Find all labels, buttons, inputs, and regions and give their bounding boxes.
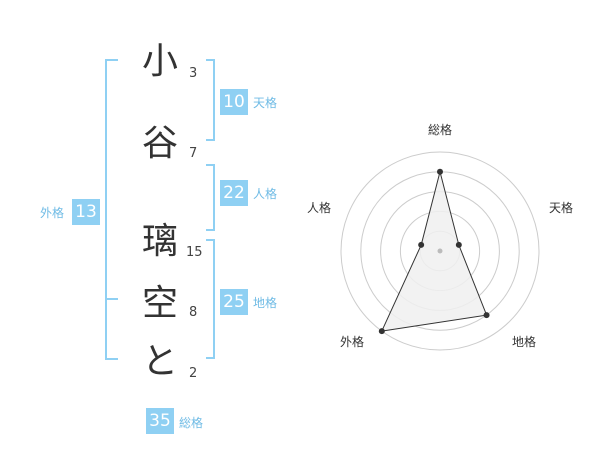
radar-point-1	[455, 241, 462, 248]
chikaku-badge: 25	[220, 289, 248, 315]
name-char-1: 小	[141, 41, 178, 82]
tenkaku-label: 天格	[253, 96, 278, 110]
gaikaku-badge: 13	[72, 199, 100, 225]
name-char-3: 璃	[141, 221, 178, 262]
tenkaku-bracket	[206, 59, 215, 141]
name-char-5: と	[141, 341, 178, 382]
radar-point-2	[483, 312, 490, 319]
radar-polygon	[380, 171, 488, 332]
jinkaku-bracket	[206, 164, 215, 231]
stroke-count-5: 2	[189, 366, 198, 381]
radar-label-jinkaku: 人格	[307, 201, 332, 215]
stroke-count-4: 8	[189, 305, 198, 320]
radar-point-4	[418, 241, 425, 248]
stroke-count-3: 15	[186, 245, 203, 260]
tenkaku-badge: 10	[220, 89, 248, 115]
soukaku-label: 総格	[179, 416, 204, 430]
radar-center	[437, 248, 443, 254]
stroke-count-2: 7	[189, 146, 198, 161]
name-char-2: 谷	[141, 123, 178, 164]
radar-point-0	[437, 168, 443, 175]
jinkaku-label: 人格	[253, 187, 278, 201]
outer-left-bracket	[105, 59, 118, 360]
radar-ring-5	[340, 151, 540, 351]
radar-point-3	[378, 328, 385, 335]
soukaku-badge: 35	[146, 408, 174, 434]
name-char-4: 空	[141, 283, 178, 324]
radar-label-chikaku: 地格	[512, 335, 537, 349]
stroke-count-1: 3	[189, 66, 198, 81]
radar-label-gaikaku: 外格	[340, 335, 365, 349]
chikaku-label: 地格	[253, 296, 278, 310]
radar-label-soukaku: 総格	[428, 123, 453, 137]
chikaku-bracket	[206, 239, 215, 359]
jinkaku-badge: 22	[220, 180, 248, 206]
gaikaku-label: 外格	[40, 206, 65, 220]
radar-label-tenkaku: 天格	[549, 201, 574, 215]
